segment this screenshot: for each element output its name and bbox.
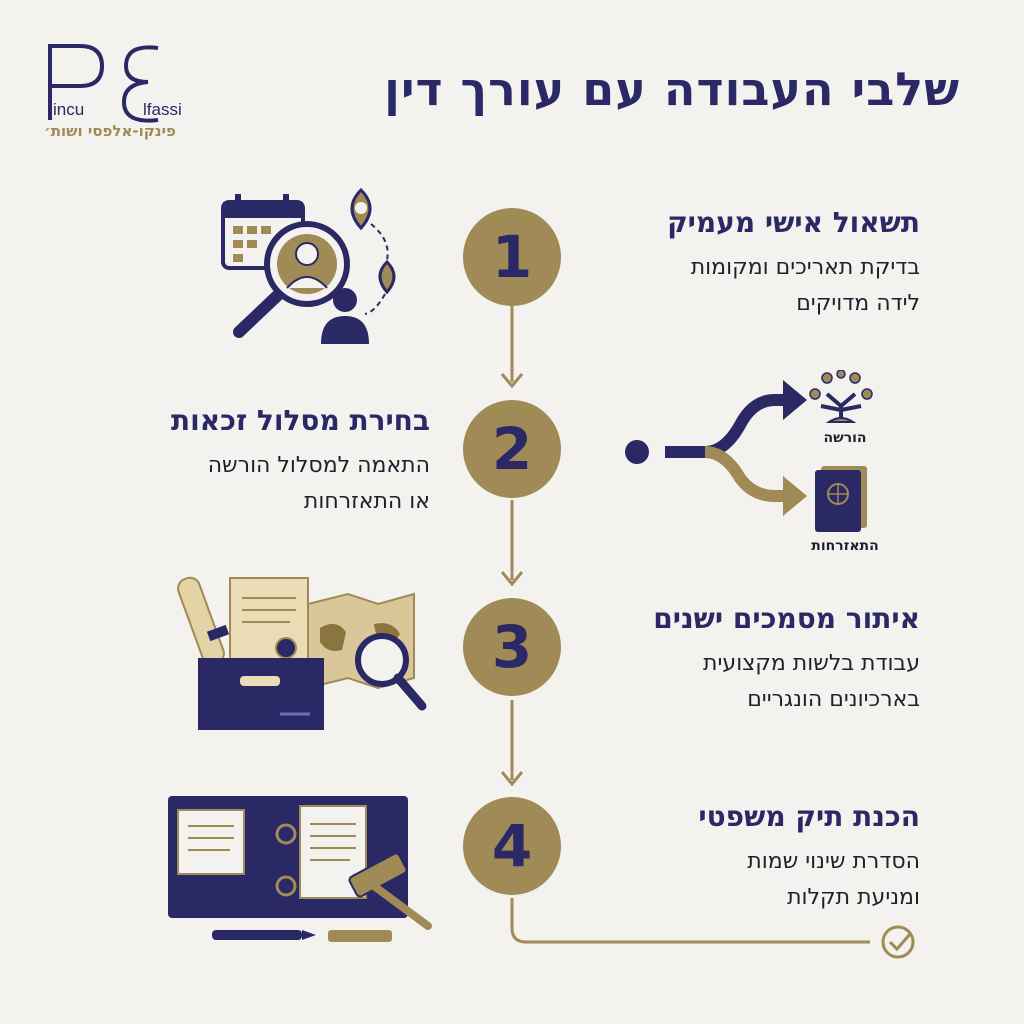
- step-2-title: בחירת מסלול זכאות: [170, 404, 430, 437]
- step-3-illustration: [177, 576, 427, 730]
- family-tree-icon: [809, 370, 873, 423]
- step-3-number-badge: 3: [463, 598, 561, 696]
- logo-word-right: lfassi: [143, 100, 182, 119]
- magnifier-person-icon: [233, 221, 350, 338]
- logo-monogram: [48, 44, 159, 123]
- step-2-number-badge: 2: [463, 400, 561, 498]
- branch-label-inheritance: הורשה: [823, 430, 867, 446]
- branch-arrow-icon: [625, 380, 807, 516]
- passport-icon: [815, 466, 867, 532]
- gavel-icon: [328, 852, 432, 942]
- location-pin-icon: [350, 187, 396, 315]
- step-1-number-badge: 1: [463, 208, 561, 306]
- checkmark-icon: [881, 925, 915, 959]
- step-4-title: הכנת תיק משפטי: [698, 800, 920, 833]
- person-icon: [321, 288, 369, 344]
- step-2-branch-illustration: [625, 370, 873, 532]
- pen-icon: [212, 930, 316, 940]
- page-title: שלבי העבודה עם עורך דין: [384, 62, 960, 116]
- scroll-icon: [177, 576, 230, 666]
- branch-label-naturalization: התאזרחות: [811, 538, 879, 554]
- logo-subtitle: פינקו-אלפסי ושות׳: [44, 122, 176, 140]
- step-4-illustration: [168, 796, 432, 942]
- magnifier-icon: [355, 633, 427, 711]
- step-1-illustration: [221, 187, 396, 344]
- step-4-number-badge: 4: [463, 797, 561, 895]
- step-3-title: איתור מסמכים ישנים: [653, 602, 920, 635]
- file-folder-icon: [168, 796, 408, 918]
- step-1-title: תשאול אישי מעמיק: [667, 206, 920, 239]
- archive-box-icon: [198, 577, 324, 730]
- logo-word-left: incu: [53, 100, 85, 119]
